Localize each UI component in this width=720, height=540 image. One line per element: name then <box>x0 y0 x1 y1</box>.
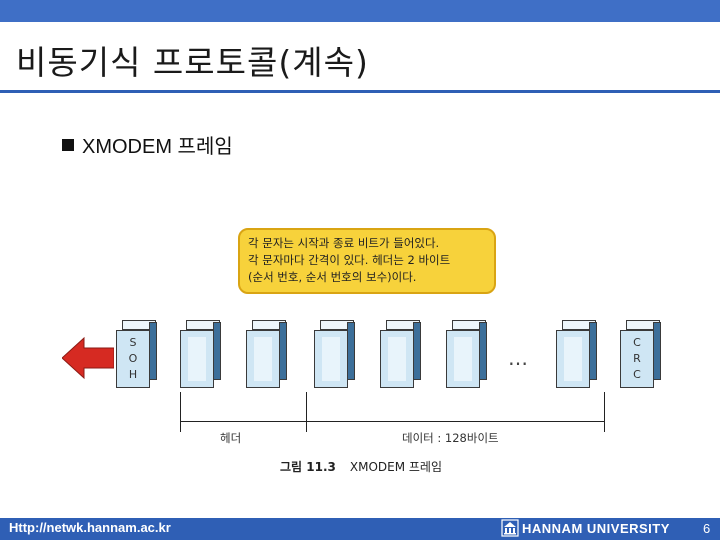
bullet-item: XMODEM 프레임 <box>62 130 233 159</box>
block-side-face <box>279 322 287 380</box>
crc-label: C R C <box>633 336 641 381</box>
footer-bar <box>0 518 720 540</box>
footer-university: HANNAM UNIVERSITY <box>522 521 670 536</box>
university-emblem-icon <box>501 519 519 537</box>
figure-caption: 그림 11.3 XMODEM 프레임 <box>280 458 442 475</box>
frame-block <box>314 330 348 388</box>
callout-note: 각 문자는 시작과 종료 비트가 들어있다. 각 문자마다 간격이 있다. 헤더… <box>238 228 496 294</box>
header-dim-line <box>180 421 306 422</box>
block-side-face <box>589 322 597 380</box>
footer-url: Http://netwk.hannam.ac.kr <box>9 520 171 535</box>
block-inner-face <box>254 337 272 381</box>
square-bullet-icon <box>62 138 74 151</box>
block-side-face <box>479 322 487 380</box>
page-number: 6 <box>703 521 711 536</box>
slide-title: 비동기식 프로토콜(계속) <box>16 43 369 82</box>
block-inner-face <box>454 337 472 381</box>
title-divider <box>0 90 720 93</box>
soh-label: S O H <box>128 336 138 381</box>
block-side-face <box>347 322 355 380</box>
block-side-face <box>149 322 157 380</box>
callout-line-2: 각 문자마다 간격이 있다. 헤더는 2 바이트 <box>248 253 451 267</box>
block-inner-face <box>322 337 340 381</box>
block-inner-face <box>564 337 582 381</box>
block-inner-face <box>188 337 206 381</box>
data-dim-line <box>306 421 604 422</box>
direction-arrow-icon <box>62 336 114 380</box>
bullet-text: XMODEM 프레임 <box>82 136 233 158</box>
frame-block <box>380 330 414 388</box>
frame-block <box>246 330 280 388</box>
callout-line-1: 각 문자는 시작과 종료 비트가 들어있다. <box>248 236 440 250</box>
ellipsis: … <box>508 346 530 370</box>
figure-caption-text: XMODEM 프레임 <box>349 460 443 474</box>
frame-block <box>556 330 590 388</box>
block-side-face <box>653 322 661 380</box>
soh-block: S O H <box>116 330 150 388</box>
dim-tick <box>604 392 605 432</box>
data-label: 데이터 : 128바이트 <box>402 431 499 445</box>
top-banner <box>0 0 720 22</box>
figure-number: 그림 11.3 <box>280 460 336 474</box>
frame-block <box>180 330 214 388</box>
callout-line-3: (순서 번호, 순서 번호의 보수)이다. <box>248 270 417 284</box>
block-side-face <box>213 322 221 380</box>
crc-block: C R C <box>620 330 654 388</box>
frame-block <box>446 330 480 388</box>
header-label: 헤더 <box>220 431 242 445</box>
dim-tick <box>180 392 181 432</box>
block-inner-face <box>388 337 406 381</box>
dim-tick <box>306 392 307 432</box>
block-side-face <box>413 322 421 380</box>
